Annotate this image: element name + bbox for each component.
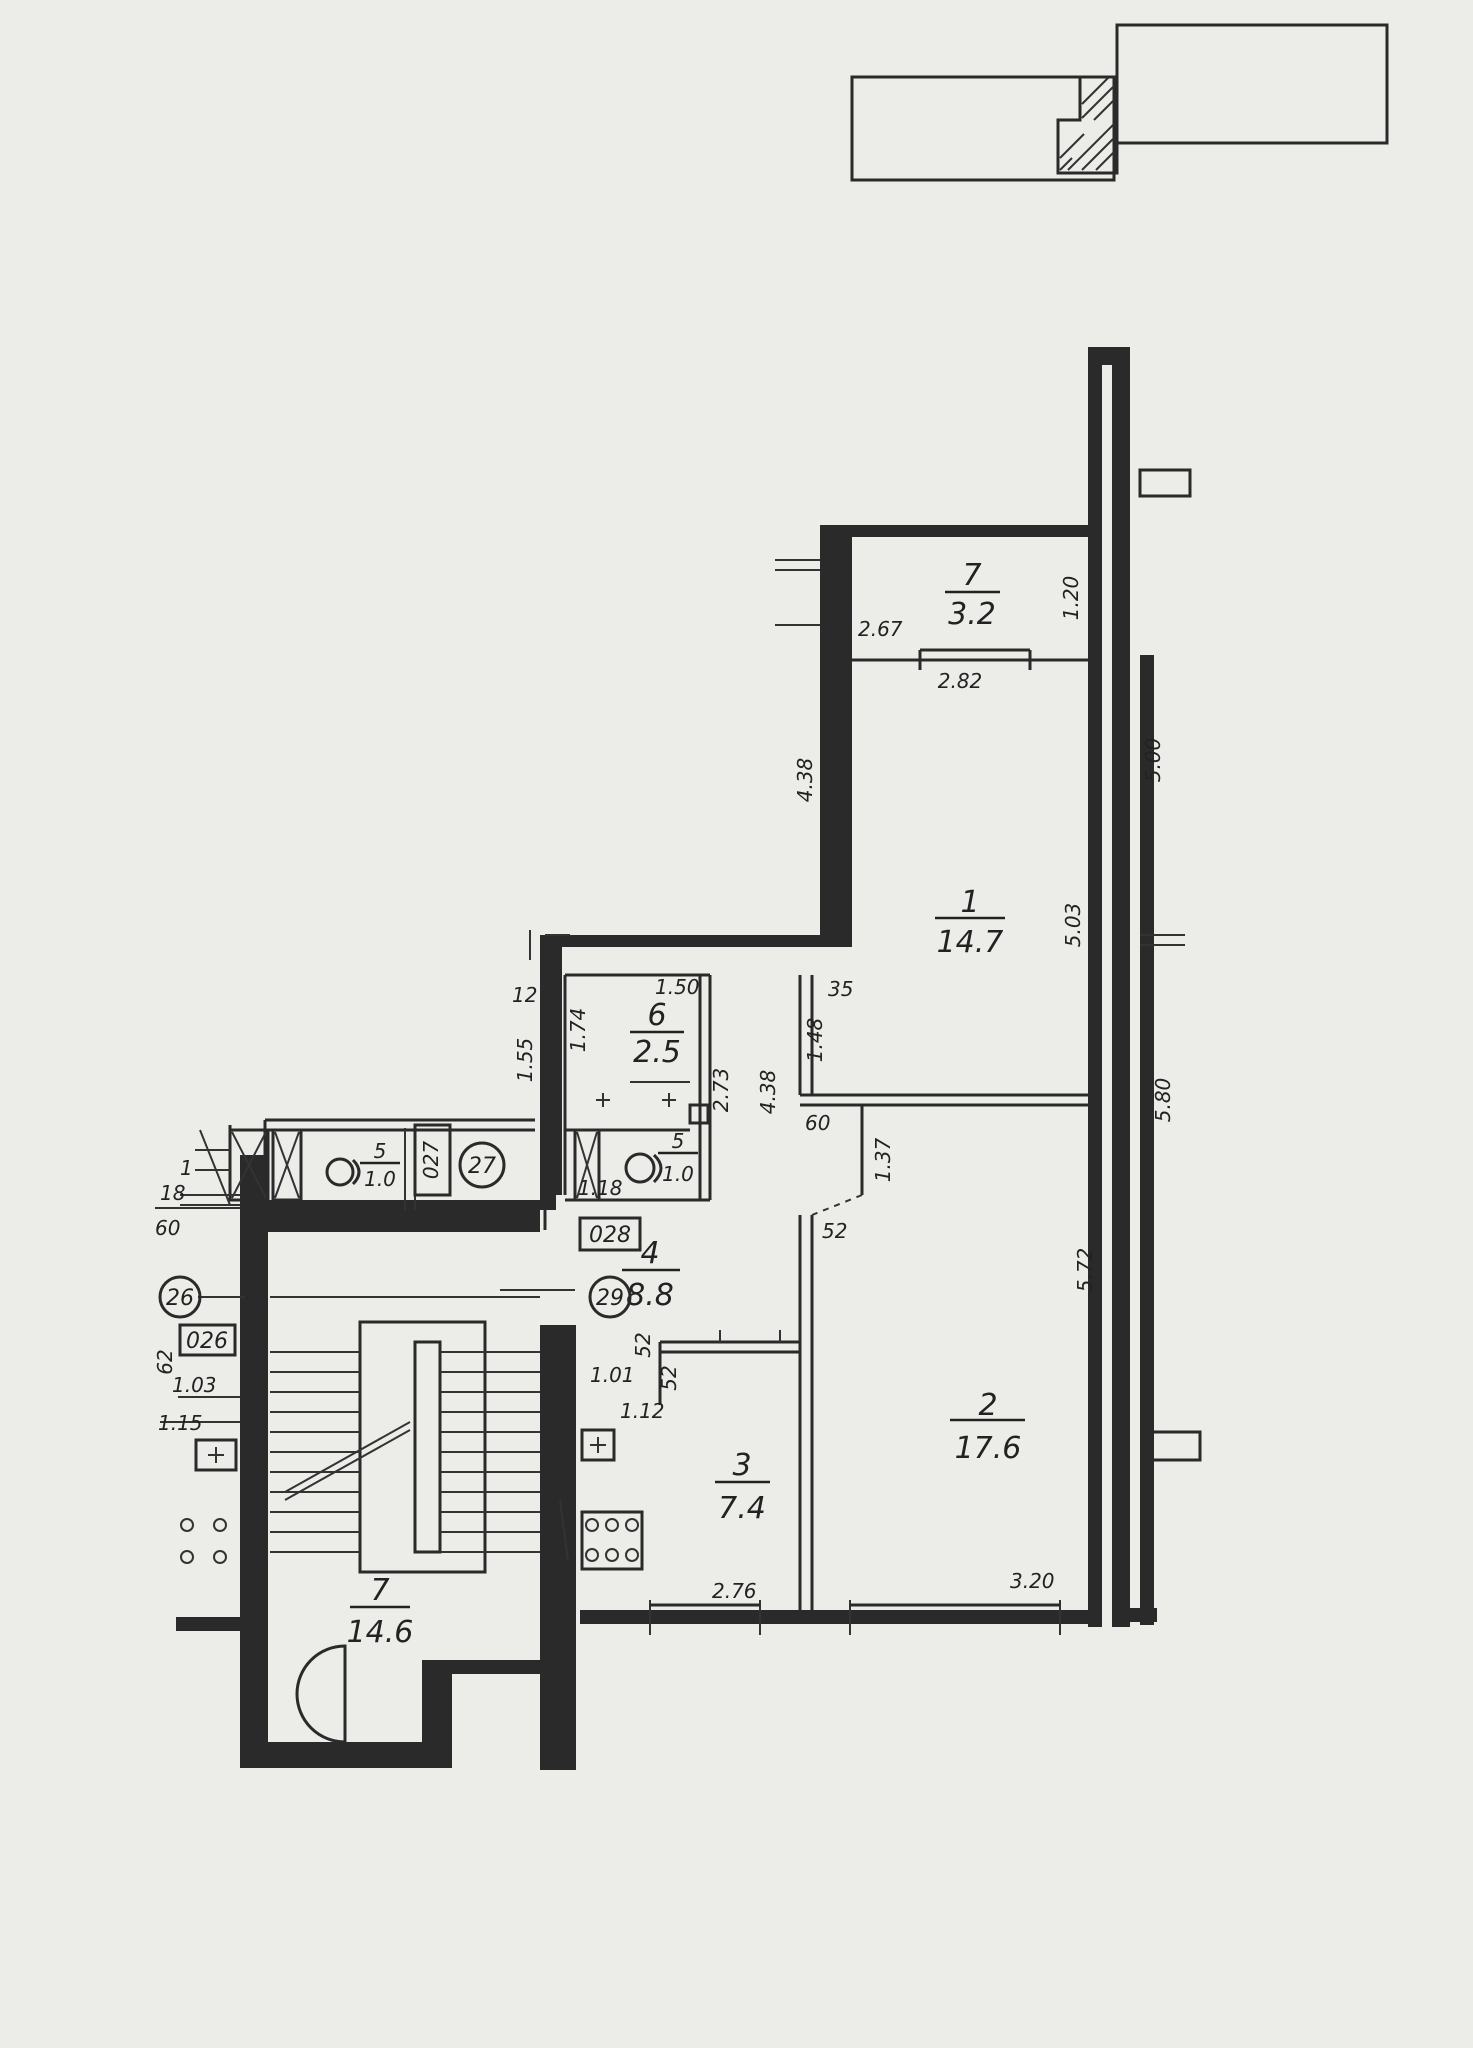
svg-text:7.4: 7.4 [718, 1491, 766, 1526]
svg-text:2.73: 2.73 [709, 1068, 733, 1113]
svg-text:1.37: 1.37 [871, 1137, 895, 1182]
svg-text:2.82: 2.82 [938, 669, 983, 693]
svg-text:5.03: 5.03 [1061, 903, 1085, 948]
room-6-label: 6 2.5 [630, 998, 684, 1070]
dimension-labels: 1.20 2.67 2.82 5.00 4.38 5.03 5.80 1.50 … [153, 576, 1175, 1603]
svg-text:18: 18 [160, 1181, 185, 1205]
svg-text:5.80: 5.80 [1151, 1078, 1175, 1123]
svg-text:1.0: 1.0 [662, 1162, 694, 1186]
svg-text:6: 6 [647, 998, 666, 1033]
svg-text:2.67: 2.67 [858, 617, 903, 641]
svg-text:2.76: 2.76 [712, 1579, 757, 1603]
marker-circle-29: 29 [588, 1275, 632, 1319]
svg-text:1: 1 [180, 1156, 193, 1180]
reference-markers: 26 27 29 026 027 028 [158, 1123, 642, 1357]
svg-text:1.20: 1.20 [1059, 576, 1083, 621]
room-4-label: 4 8.8 [622, 1236, 680, 1313]
marker-box-027: 027 [413, 1123, 452, 1197]
svg-text:12: 12 [512, 983, 537, 1007]
svg-text:2: 2 [978, 1388, 997, 1423]
svg-text:1: 1 [960, 885, 979, 920]
room-1-label: 1 14.7 [935, 885, 1005, 960]
svg-text:35: 35 [828, 977, 853, 1001]
room-5-right-label: 5 1.0 [658, 1129, 698, 1186]
svg-text:4.38: 4.38 [793, 758, 817, 803]
svg-text:3: 3 [732, 1448, 751, 1483]
svg-text:8.8: 8.8 [626, 1278, 674, 1313]
room-5-left-label: 5 1.0 [360, 1139, 400, 1191]
svg-text:3.2: 3.2 [948, 597, 996, 632]
svg-text:26: 26 [166, 1286, 194, 1311]
svg-text:1.12: 1.12 [620, 1399, 665, 1423]
svg-text:14.6: 14.6 [347, 1615, 414, 1650]
svg-text:3.20: 3.20 [1010, 1569, 1055, 1593]
svg-text:028: 028 [589, 1223, 631, 1248]
svg-text:52: 52 [657, 1365, 681, 1390]
key-plan [850, 23, 1389, 182]
svg-text:7: 7 [370, 1573, 389, 1608]
svg-text:62: 62 [153, 1349, 177, 1374]
svg-text:17.6: 17.6 [955, 1431, 1022, 1466]
svg-text:1.50: 1.50 [655, 975, 700, 999]
svg-text:027: 027 [419, 1141, 443, 1179]
svg-text:52: 52 [822, 1219, 847, 1243]
svg-text:1.0: 1.0 [364, 1167, 396, 1191]
svg-text:5.72: 5.72 [1073, 1248, 1097, 1293]
svg-text:4: 4 [640, 1236, 659, 1271]
svg-text:27: 27 [468, 1154, 496, 1179]
room-labels: 1 14.7 2 17.6 3 7.4 4 8.8 5 1.0 5 1.0 [347, 558, 1025, 1650]
svg-text:1.03: 1.03 [172, 1373, 217, 1397]
svg-text:1.18: 1.18 [578, 1176, 623, 1200]
svg-text:4.38: 4.38 [756, 1070, 780, 1115]
marker-circle-27: 27 [458, 1141, 506, 1189]
svg-text:14.7: 14.7 [937, 925, 1004, 960]
svg-text:60: 60 [155, 1216, 180, 1240]
svg-text:1.74: 1.74 [566, 1008, 590, 1053]
svg-text:1.01: 1.01 [590, 1363, 635, 1387]
svg-text:29: 29 [596, 1286, 624, 1311]
room-7-stair-label: 7 14.6 [347, 1573, 414, 1650]
svg-text:1.55: 1.55 [513, 1038, 537, 1083]
room-2-label: 2 17.6 [950, 1388, 1025, 1466]
svg-text:1.48: 1.48 [803, 1018, 827, 1063]
marker-box-026: 026 [178, 1323, 237, 1357]
room-7-top-label: 7 3.2 [945, 558, 1000, 632]
svg-text:1.15: 1.15 [158, 1411, 203, 1435]
svg-text:5.00: 5.00 [1141, 738, 1165, 783]
marker-circle-26: 26 [158, 1275, 202, 1319]
svg-text:52: 52 [631, 1332, 655, 1357]
svg-text:60: 60 [805, 1111, 830, 1135]
svg-text:026: 026 [186, 1329, 228, 1354]
svg-text:7: 7 [962, 558, 981, 593]
marker-box-028: 028 [578, 1216, 642, 1252]
svg-text:5: 5 [374, 1139, 387, 1163]
room-3-label: 3 7.4 [715, 1448, 770, 1526]
svg-text:2.5: 2.5 [633, 1035, 681, 1070]
svg-text:5: 5 [672, 1129, 685, 1153]
